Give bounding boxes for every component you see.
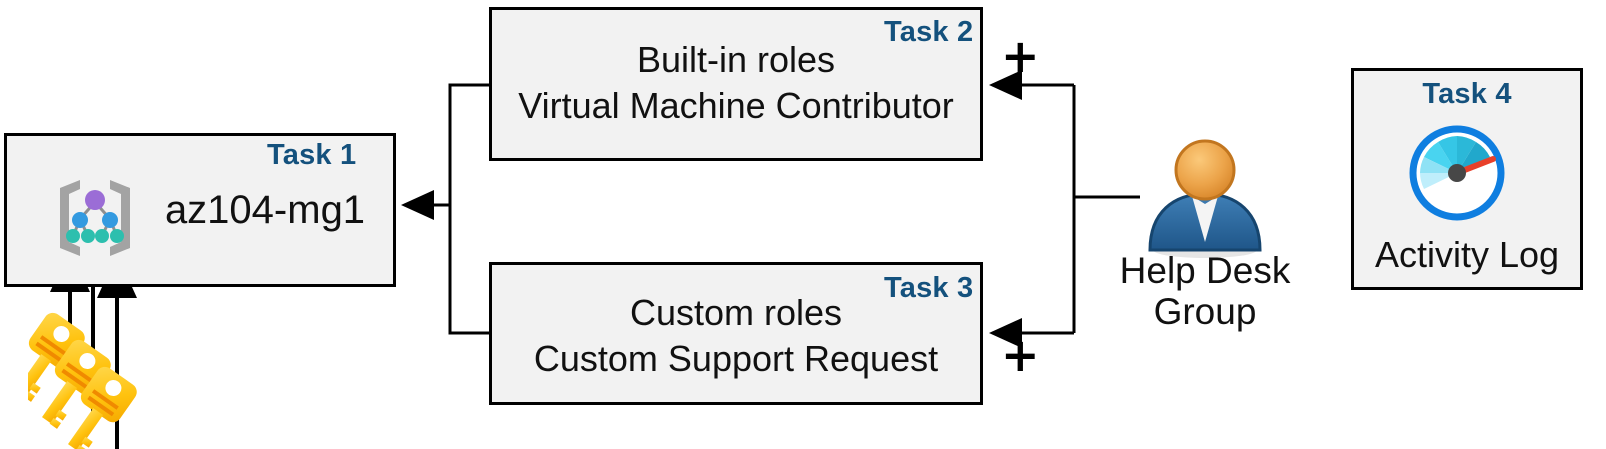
task2-line-2: Virtual Machine Contributor	[518, 85, 954, 127]
activity-log-gauge-icon	[1409, 125, 1505, 221]
actor-caption-line-2: Group	[1153, 291, 1257, 333]
task1-box[interactable]	[4, 133, 396, 287]
plus-bottom-icon: +	[1001, 328, 1040, 382]
user-group-icon	[1148, 139, 1262, 258]
plus-top-icon: +	[1001, 29, 1040, 83]
task1-text: az104-mg1	[160, 185, 370, 236]
task3-label: Task 3	[884, 272, 974, 304]
keys-icon	[28, 312, 137, 449]
task3-text: Custom roles Custom Support Request	[489, 290, 983, 382]
task2-text: Built-in roles Virtual Machine Contribut…	[489, 37, 983, 129]
task2-line-1: Built-in roles	[636, 39, 836, 80]
task1-line-1: az104-mg1	[164, 188, 366, 232]
task3-line-2: Custom Support Request	[533, 338, 939, 380]
task4-text: Activity Log	[1351, 232, 1583, 278]
task1-label: Task 1	[267, 139, 357, 171]
actor-caption-line-1: Help Desk	[1119, 250, 1291, 291]
help-desk-group-caption: Help Desk Group	[1080, 250, 1330, 333]
task2-label: Task 2	[884, 16, 974, 48]
task3-line-1: Custom roles	[629, 292, 843, 333]
task4-line-1: Activity Log	[1374, 234, 1560, 275]
task4-label: Task 4	[1422, 78, 1512, 110]
task3-box[interactable]	[489, 262, 983, 405]
task2-box[interactable]	[489, 7, 983, 161]
management-group-icon	[60, 180, 130, 256]
